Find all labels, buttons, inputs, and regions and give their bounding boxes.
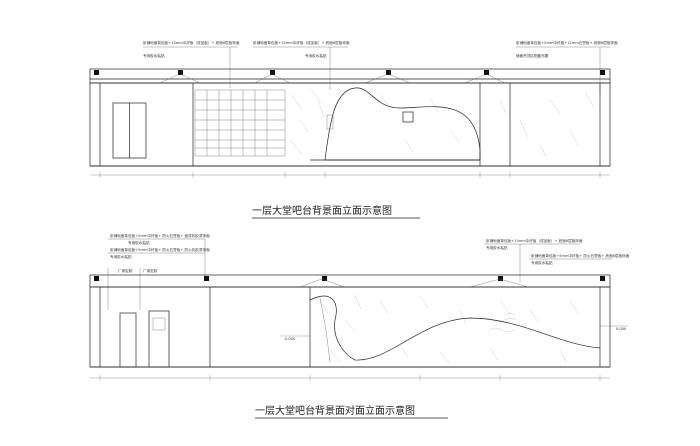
upper-note-2: 卧铺地面背包板+15mm中纤板（成品板）+ 底面6层板饰面 — [253, 40, 350, 45]
upper-subnote-2: 专用胶水粘贴 — [305, 53, 327, 58]
lower-marker-right: 0.000 — [616, 327, 627, 331]
lower-title: 一层大堂吧台背景面对面立面示意图 — [255, 404, 415, 417]
upper-note-3: 卧铺地面背包板+5mm中纤板+12mm石膏板+ 底面6层板饰面 — [516, 40, 618, 45]
lower-note-left-2: 专用胶水粘贴 — [128, 240, 150, 245]
lower-marble-hatch — [319, 294, 579, 365]
lower-note-left-3: 卧铺地面背包板+5mm中纤板+ 防火石膏板+ 防火乳胶漆饰面 — [110, 247, 210, 252]
lower-note-right-1: 卧铺地面背包板+15mm中纤板（成品板）+ 底面6层板饰面 — [486, 238, 583, 243]
lower-elevation: 卧铺地面背包板+5mm中纤板+ 防火石膏板+ 面漆乳胶漆饰面 专用胶水粘贴 卧铺… — [89, 233, 630, 419]
upper-note-1: 卧铺地面背包板+15mm中纤板（成品板）+ 底面6层板饰面 — [143, 40, 240, 45]
upper-title: 一层大堂吧台背景面立面示意图 — [252, 204, 392, 217]
lower-door-label-2: 厂家定制 — [143, 268, 158, 273]
lower-note-right-2: 专用胶水粘贴 — [486, 245, 508, 250]
lower-note-right-4: 专用胶水粘贴 — [531, 260, 553, 265]
lower-marker-left: 0.000 — [285, 337, 296, 341]
lower-note-left-1: 卧铺地面背包板+5mm中纤板+ 防火石膏板+ 面漆乳胶漆饰面 — [110, 233, 210, 238]
upper-tile-panel — [194, 89, 286, 157]
lower-note-left-4: 专用胶水粘贴 — [110, 254, 132, 259]
lower-note-right-3: 卧铺地面背包板+5mm中纤板+ 防火石膏板+ 底面6层板饰面 — [531, 253, 630, 258]
upper-subnote-3: 墙面吊顶区配套布置 — [516, 53, 549, 58]
lower-door-label-1: 厂家定制 — [118, 268, 133, 273]
upper-elevation: 卧铺地面背包板+15mm中纤板（成品板）+ 底面6层板饰面 卧铺地面背包板+15… — [89, 40, 618, 219]
upper-subnote-1: 专用胶水粘贴 — [143, 53, 165, 58]
upper-marble-hatch — [289, 87, 594, 158]
